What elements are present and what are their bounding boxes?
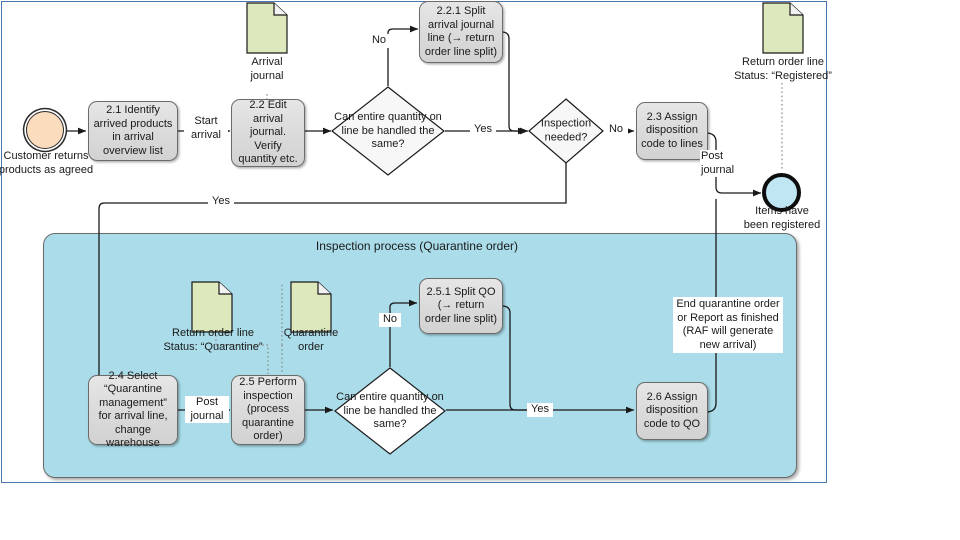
gateway-inspection-needed[interactable]: Inspection needed? — [528, 98, 604, 164]
document-quarantine-order-label: Quarantine order — [283, 327, 339, 353]
gateway-label: Can entire quantity on line be handled t… — [336, 390, 444, 430]
document-arrival-journal-label: Arrival journal — [250, 56, 284, 82]
flow-label-post-journal-top: Post journal — [700, 150, 746, 177]
task-2-2-1-split-arrival-journal-line[interactable]: 2.2.1 Split arrival journal line (→ retu… — [419, 1, 503, 63]
end-event[interactable] — [762, 173, 801, 212]
gateway-can-entire-quantity-top[interactable]: Can entire quantity on line be handled t… — [331, 86, 445, 176]
document-quarantine-order[interactable] — [290, 281, 332, 333]
gateway-can-entire-quantity-bottom[interactable]: Can entire quantity on line be handled t… — [334, 367, 446, 455]
flow-label-post-journal-bottom: Post journal — [185, 396, 229, 423]
task-2-4-select-quarantine-management[interactable]: 2.4 Select “Quarantine management” for a… — [88, 370, 178, 449]
task-2-5-perform-inspection[interactable]: 2.5 Perform inspection (process quaranti… — [231, 375, 305, 445]
subprocess-title: Inspection process (Quarantine order) — [315, 239, 518, 253]
annotation-end-quarantine-order: End quarantine order or Report as finish… — [673, 297, 783, 353]
task-2-2-edit-arrival-journal[interactable]: 2.2 Edit arrival journal. Verify quantit… — [231, 99, 305, 167]
flow-label-g2-no: No — [604, 123, 628, 137]
flow-label-g2-yes: Yes — [208, 195, 234, 209]
document-return-order-line-registered-label: Return order line Status: “Registered” — [734, 56, 832, 82]
flow-label-start-arrival: Start arrival — [184, 115, 228, 142]
document-return-order-line-quarantine-label: Return order line Status: “Quarantine” — [163, 327, 263, 353]
task-2-6-assign-disposition-code-to-qo[interactable]: 2.6 Assign disposition code to QO — [636, 382, 708, 440]
document-arrival-journal[interactable] — [246, 2, 288, 54]
gateway-label: Inspection needed? — [540, 117, 592, 144]
start-event[interactable] — [26, 111, 64, 149]
start-event-label: Customer returns products as agreed — [0, 150, 94, 176]
gateway-label: Can entire quantity on line be handled t… — [334, 110, 442, 150]
task-2-1-identify-arrived-products[interactable]: 2.1 Identify arrived products in arrival… — [88, 101, 178, 161]
flow-label-g3-yes: Yes — [527, 403, 553, 417]
task-2-3-assign-disposition-code-to-lines[interactable]: 2.3 Assign disposition code to lines — [636, 102, 708, 160]
flow-label-g3-no: No — [379, 313, 401, 327]
task-2-5-1-split-qo[interactable]: 2.5.1 Split QO (→ return order line spli… — [419, 278, 503, 334]
end-event-label: Items have been registered — [743, 205, 821, 231]
flow-label-g1-yes: Yes — [470, 123, 496, 137]
page-border — [1, 1, 827, 483]
document-return-order-line-registered[interactable] — [762, 2, 804, 54]
document-return-order-line-quarantine[interactable] — [191, 281, 233, 333]
flow-label-g1-no: No — [368, 34, 390, 48]
